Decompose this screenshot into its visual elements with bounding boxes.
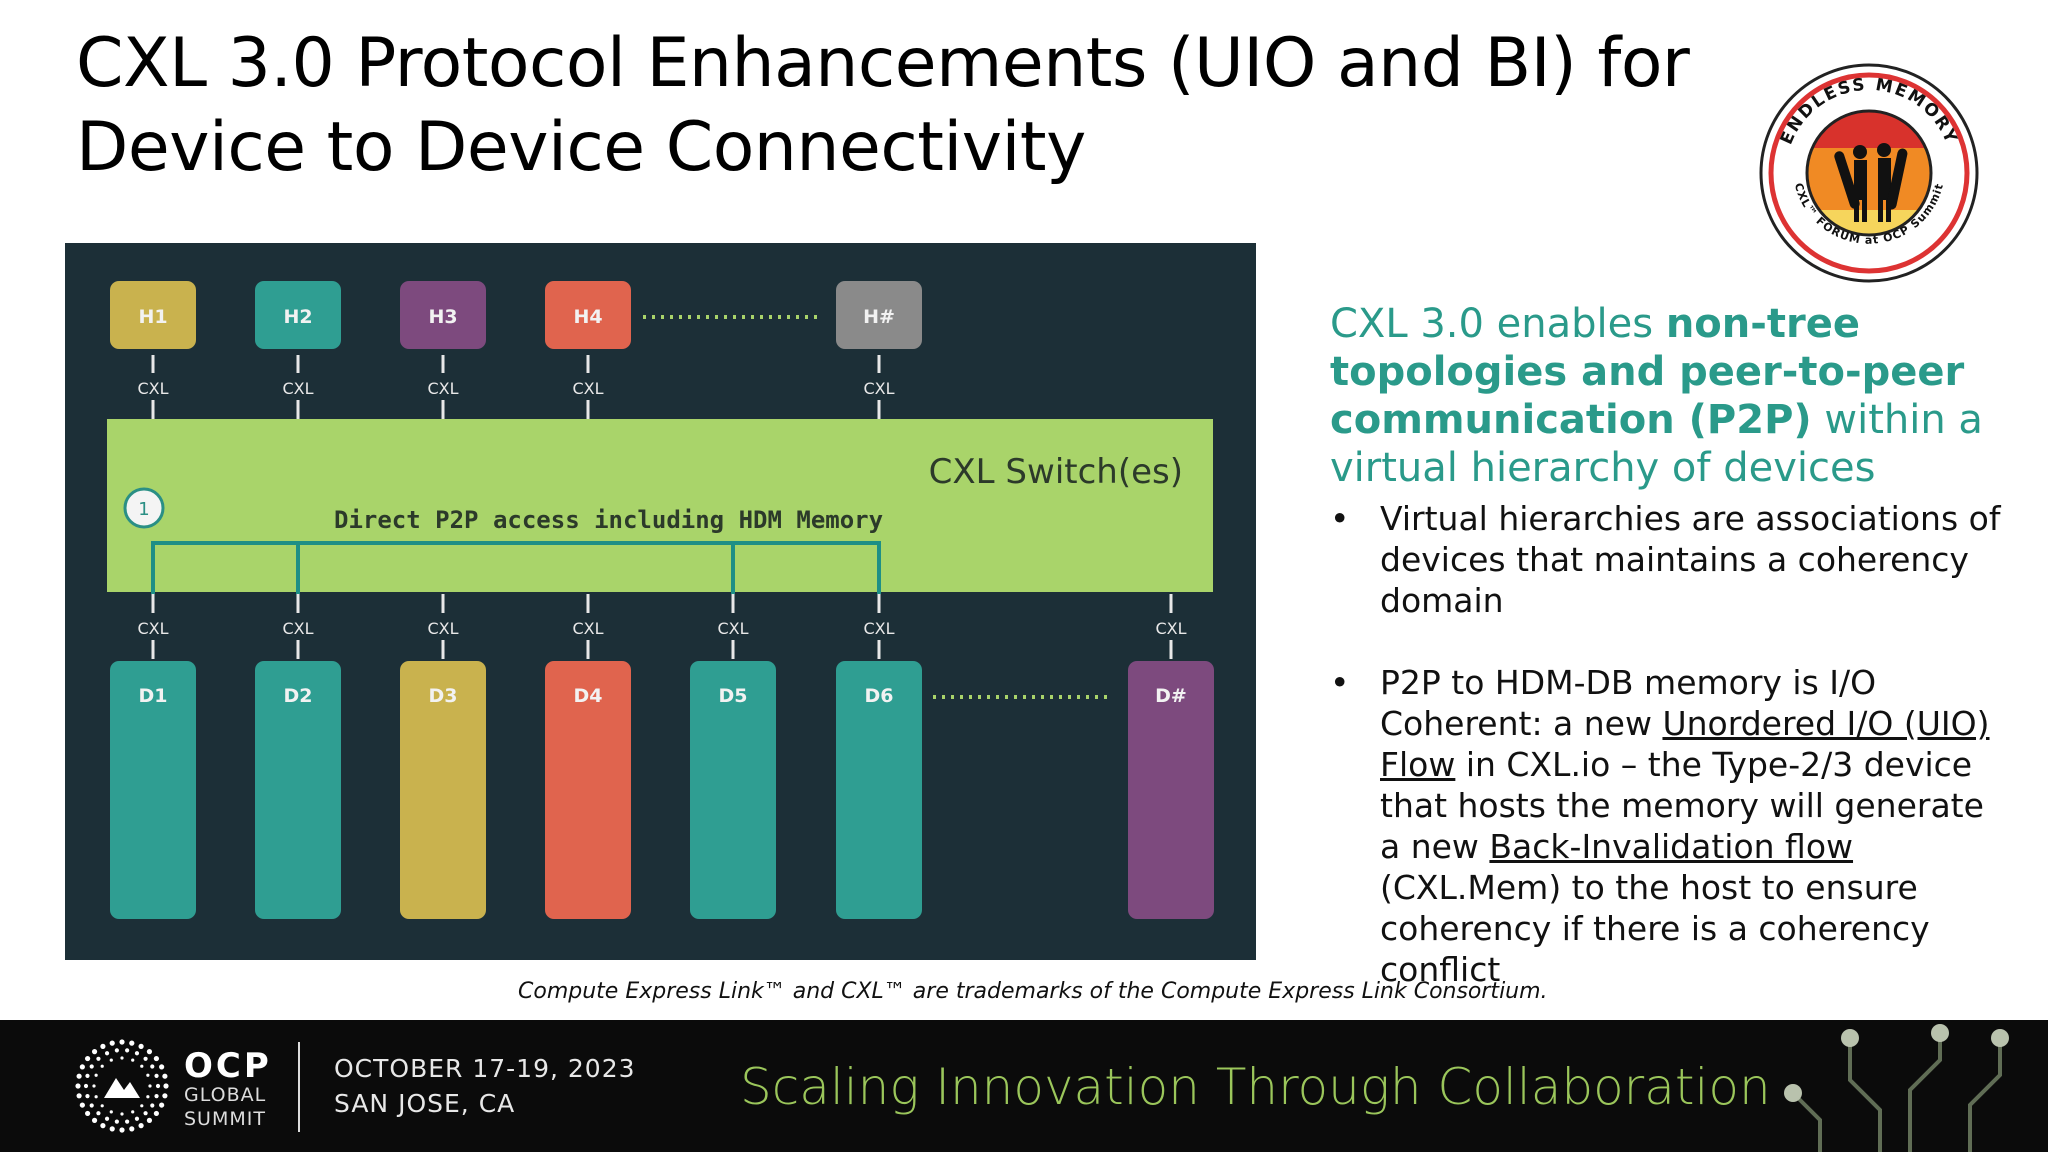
- lead-part1: CXL 3.0 enables: [1330, 301, 1666, 347]
- p2p-line-d5-d6: [733, 541, 881, 594]
- event-date: OCTOBER 17-19, 2023: [334, 1054, 636, 1083]
- host-label: H4: [573, 306, 602, 328]
- cxl-link-label: CXL: [427, 379, 458, 398]
- cxl-link-label: CXL: [282, 619, 313, 638]
- device-box-D4: [545, 661, 631, 919]
- cxl-link-label: CXL: [137, 619, 168, 638]
- device-label: D4: [574, 685, 603, 707]
- p2p-label: Direct P2P access including HDM Memory: [334, 506, 883, 534]
- content-panel: CXL 3.0 enables non-tree topologies and …: [1330, 300, 2010, 990]
- footer-divider: [298, 1042, 300, 1132]
- bullet-virtual-hierarchies: Virtual hierarchies are associations of …: [1330, 498, 2010, 621]
- step-marker-label: 1: [138, 499, 149, 520]
- host-box-H1: [110, 281, 196, 349]
- device-label: D1: [139, 685, 168, 707]
- cxl-link-label: CXL: [282, 379, 313, 398]
- host-box-H3: [400, 281, 486, 349]
- device-box-D#: [1128, 661, 1214, 919]
- diagram-background: [65, 243, 1256, 960]
- cxl-switch-box: [107, 419, 1213, 592]
- bullet-p2p-hdm: P2P to HDM-DB memory is I/O Coherent: a …: [1330, 662, 2010, 990]
- p2p-line-d1-d2: [151, 541, 300, 594]
- ocp-sub-summit: SUMMIT: [184, 1108, 266, 1130]
- cxl-link-label: CXL: [717, 619, 748, 638]
- cxl-link-label: CXL: [863, 379, 894, 398]
- circuit-decoration: [1784, 1024, 2009, 1152]
- ocp-logo-icon: [75, 1039, 169, 1133]
- endless-memory-logo: ENDLESS MEMORY CXL™ FORUM at OCP Summit: [1759, 63, 1979, 283]
- host-label: H1: [138, 306, 167, 328]
- device-box-D5: [690, 661, 776, 919]
- host-box-H#: [836, 281, 922, 349]
- device-label: D3: [429, 685, 458, 707]
- device-label: D5: [719, 685, 748, 707]
- device-box-D1: [110, 661, 196, 919]
- device-box-D2: [255, 661, 341, 919]
- host-box-H2: [255, 281, 341, 349]
- step-marker: [123, 487, 165, 529]
- slide-title-line1: CXL 3.0 Protocol Enhancements (UIO and B…: [76, 24, 1690, 103]
- cxl-link-label: CXL: [1155, 619, 1186, 638]
- device-box-D3: [400, 661, 486, 919]
- trademark-notice: Compute Express Link™ and CXL™ are trade…: [518, 979, 1548, 1004]
- cxl-link-label: CXL: [863, 619, 894, 638]
- lead-statement: CXL 3.0 enables non-tree topologies and …: [1330, 300, 2010, 492]
- device-box-D6: [836, 661, 922, 919]
- back-invalidation-link: Back-Invalidation flow: [1489, 827, 1854, 866]
- cxl-switch-label: CXL Switch(es): [929, 452, 1183, 492]
- cxl-link-label: CXL: [572, 379, 603, 398]
- lead-bold: non-tree topologies and peer-to-peer com…: [1330, 301, 1965, 443]
- ocp-sub-global: GLOBAL: [184, 1084, 267, 1106]
- host-label: H3: [428, 306, 457, 328]
- event-tagline: Scaling Innovation Through Collaboration: [740, 1058, 1771, 1116]
- host-label: H#: [863, 306, 895, 328]
- slide-title-line2: Device to Device Connectivity: [76, 108, 1086, 187]
- bullet2-text-b: in CXL.io – the Type-2/3 device that hos…: [1380, 745, 1984, 866]
- slide-title: CXL 3.0 Protocol Enhancements (UIO and B…: [76, 22, 1736, 190]
- host-label: H2: [283, 306, 312, 328]
- switch-layer: CXL Switch(es) 1 Direct P2P access inclu…: [107, 419, 1213, 594]
- bullet2-text-a: P2P to HDM-DB memory is I/O Coherent: a …: [1380, 663, 1877, 743]
- cxl-link-label: CXL: [137, 379, 168, 398]
- device-label: D2: [284, 685, 313, 707]
- lead-part2: within a virtual hierarchy of devices: [1330, 397, 1983, 491]
- host-box-H4: [545, 281, 631, 349]
- ocp-wordmark: OCP: [184, 1046, 272, 1086]
- cxl-link-label: CXL: [427, 619, 458, 638]
- bullet2-text-c: (CXL.Mem) to the host to ensure coherenc…: [1380, 868, 1930, 989]
- event-location: SAN JOSE, CA: [334, 1089, 516, 1118]
- p2p-connection-lines: [151, 541, 881, 594]
- cxl-link-label: CXL: [572, 619, 603, 638]
- bullet-list: Virtual hierarchies are associations of …: [1330, 498, 2010, 990]
- uio-flow-link: Unordered I/O (UIO) Flow: [1380, 704, 1990, 784]
- device-layer: CXL D1 CXL D2 CXL D3 CXL D4 CXL D5 CXL D6 CXL D#: [110, 594, 1214, 919]
- device-label: D6: [865, 685, 894, 707]
- footer-bar: OCP GLOBAL SUMMIT OCTOBER 17-19, 2023 SA…: [0, 1020, 2048, 1152]
- device-label: D#: [1155, 685, 1187, 707]
